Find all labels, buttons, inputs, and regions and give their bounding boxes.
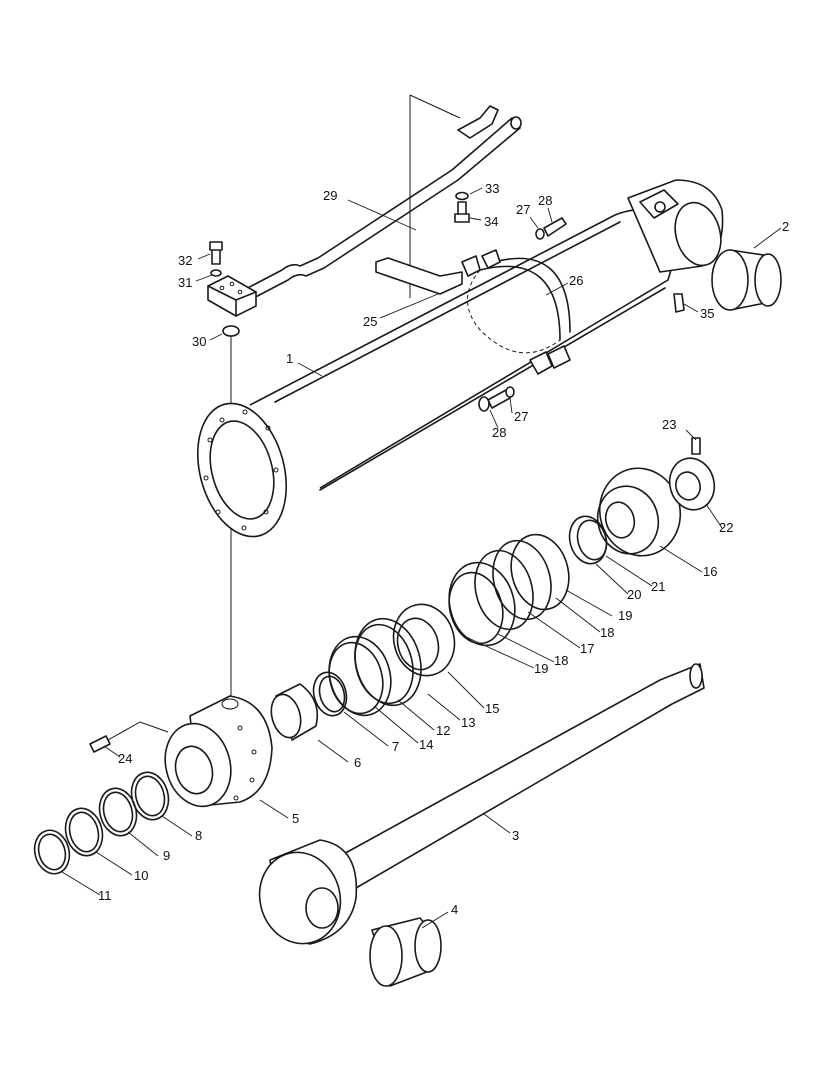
callout-32: 32 — [178, 253, 192, 268]
leader-lines — [61, 187, 782, 929]
callout-27a: 27 — [516, 202, 530, 217]
piston-16 — [596, 467, 682, 557]
callout-10: 10 — [134, 868, 148, 883]
callout-29: 29 — [323, 188, 337, 203]
pipe-clamp-26 — [461, 249, 571, 375]
callout-28a: 28 — [538, 193, 552, 208]
callout-6: 6 — [354, 755, 361, 770]
cylinder-end-eye — [627, 179, 724, 313]
callout-7: 7 — [392, 739, 399, 754]
callout-19a: 19 — [618, 608, 632, 623]
callout-4: 4 — [451, 902, 458, 917]
bushing-2 — [711, 249, 782, 311]
callout-8: 8 — [195, 828, 202, 843]
callout-labels: 1 2 3 4 5 6 7 8 9 10 11 12 13 14 15 16 1… — [98, 181, 789, 917]
callout-22: 22 — [719, 520, 733, 535]
callout-19b: 19 — [534, 661, 548, 676]
hydraulic-pipe-29 — [207, 105, 522, 317]
callout-33: 33 — [485, 181, 499, 196]
rings-12-15 — [328, 603, 456, 717]
cylinder-barrel-1 — [196, 209, 675, 538]
seal-rings-20-21 — [568, 515, 608, 565]
bushing-6-ring-7 — [270, 671, 348, 741]
callout-11: 11 — [98, 888, 112, 903]
callout-14: 14 — [419, 737, 433, 752]
piston-rod-3 — [258, 663, 705, 945]
callout-9: 9 — [163, 848, 170, 863]
callout-24: 24 — [118, 751, 132, 766]
callout-13: 13 — [461, 715, 475, 730]
callout-35: 35 — [700, 306, 714, 321]
screw-24 — [89, 735, 111, 753]
mounting-bracket-25 — [375, 257, 463, 295]
callout-16: 16 — [703, 564, 717, 579]
callout-26: 26 — [569, 273, 583, 288]
seals-8-11 — [33, 771, 170, 875]
callout-20: 20 — [627, 587, 641, 602]
callout-27b: 27 — [514, 409, 528, 424]
callout-2: 2 — [782, 219, 789, 234]
callout-12: 12 — [436, 723, 450, 738]
bushing-4 — [369, 917, 442, 987]
callout-21: 21 — [651, 579, 665, 594]
callout-18b: 18 — [554, 653, 568, 668]
callout-31: 31 — [178, 275, 192, 290]
bolts-27-28 — [478, 217, 567, 412]
fasteners-30-34 — [209, 191, 470, 700]
callout-3: 3 — [512, 828, 519, 843]
callout-23: 23 — [662, 417, 676, 432]
callout-17: 17 — [580, 641, 594, 656]
piston-nut-22 — [668, 437, 716, 511]
callout-18a: 18 — [600, 625, 614, 640]
rod-gland-5 — [164, 695, 273, 808]
callout-30: 30 — [192, 334, 206, 349]
callout-15: 15 — [485, 701, 499, 716]
callout-1: 1 — [286, 351, 293, 366]
callout-28b: 28 — [492, 425, 506, 440]
callout-5: 5 — [292, 811, 299, 826]
callout-34: 34 — [484, 214, 498, 229]
rings-17-19 — [448, 533, 570, 647]
callout-25: 25 — [363, 314, 377, 329]
